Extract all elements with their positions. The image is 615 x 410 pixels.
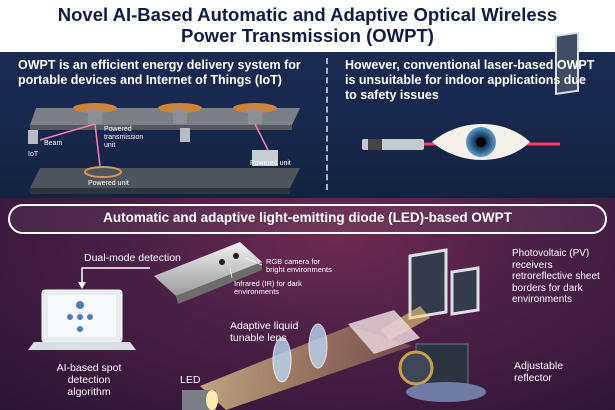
panel-divider [326, 58, 328, 190]
rgb-line-1: RGB camera for [266, 257, 321, 266]
powered-unit-box-icon [252, 150, 278, 166]
page-title: Novel AI-Based Automatic and Adaptive Op… [0, 4, 615, 46]
ptu-line-2: transmission [104, 134, 144, 141]
beam-label: Beam [44, 140, 63, 147]
dual-mode-camera-illustration [154, 242, 263, 304]
laser-eye-illustration [362, 31, 579, 160]
transmitter-3-body [248, 110, 262, 124]
iot-device-icon [28, 130, 38, 144]
pv-receivers-label: Photovoltaic (PV) receivers retroreflect… [512, 248, 600, 306]
ai-line-1: AI-based spot [56, 362, 122, 374]
transmitter-1-icon [73, 103, 117, 113]
title-line-2: Power Transmission (OWPT) [181, 25, 434, 46]
iot-label: IoT [28, 151, 39, 158]
wall-device-icon [180, 128, 190, 142]
ir-line-2: environments [234, 287, 280, 296]
beam-2 [39, 123, 96, 141]
transmitter-1-body [88, 110, 102, 124]
eye-pupil [476, 137, 486, 147]
floor-edge [30, 188, 290, 194]
right-caption: However, conventional laser-based OWPT i… [345, 58, 615, 103]
pv-panel-2-icon [450, 266, 480, 316]
right-caption-line-3: to safety issues [345, 88, 439, 102]
powered-transmission-unit-label: Powered transmission unit [104, 126, 143, 150]
led-emitter [206, 390, 218, 410]
transmitter-3-icon [233, 103, 277, 113]
beam-3 [254, 123, 269, 151]
section-banner-title: Automatic and adaptive light-emitting di… [103, 210, 512, 225]
rgb-camera-label: RGB camera for bright environments [266, 258, 332, 274]
rgb-pointer [244, 257, 263, 266]
transmitter-2-body [173, 110, 187, 124]
reflector-line-1: Adjustable [514, 360, 564, 372]
ir-line-1: Infrared (IR) for dark [234, 279, 302, 288]
ptu-line-3: unit [104, 142, 116, 149]
left-caption-line-2: portable devices and Internet of Things … [18, 73, 282, 87]
left-caption-line-1: OWPT is an efficient energy delivery sys… [18, 58, 301, 72]
led-light-beam [200, 326, 412, 410]
camera-side [176, 262, 262, 304]
right-caption-line-2: is unsuitable for indoor applications du… [345, 73, 586, 87]
transmitter-2-icon [158, 103, 202, 113]
tunable-lens-1-icon [272, 337, 292, 383]
detection-arrow-head [78, 282, 86, 289]
section-banner [8, 204, 607, 234]
solar-panel-icon [555, 31, 579, 95]
ir-pointer [229, 267, 233, 279]
powered-unit-label-right: Powered unit [250, 160, 291, 167]
laser-band [368, 139, 382, 150]
lens-line-2: tunable lens [230, 332, 287, 344]
pv-line-5: environments [512, 294, 573, 305]
floor-receiver-icon [84, 166, 122, 178]
reflector-base-icon [406, 382, 486, 402]
detection-arrow [81, 267, 150, 284]
lens-line-1: Adaptive liquid [230, 320, 299, 332]
title-line-1: Novel AI-Based Automatic and Adaptive Op… [57, 4, 558, 25]
ceiling-edge [30, 125, 292, 130]
tunable-lens-2-icon [308, 323, 328, 369]
pv-receivers-illustration [408, 248, 480, 320]
floor-panel [30, 168, 300, 188]
pv-line-3: retroreflective sheet [512, 271, 600, 282]
camera-lens-icon [219, 259, 225, 265]
ir-camera-label: Infrared (IR) for dark environments [234, 280, 302, 296]
beam-1 [94, 123, 101, 167]
pv-line-4: borders for dark [512, 282, 583, 294]
ai-line-2: detection algorithm [67, 374, 111, 398]
tunable-lens-label: Adaptive liquid tunable lens [230, 320, 298, 344]
led-optics-illustration [182, 306, 486, 410]
dual-mode-detection-label: Dual-mode detection [84, 252, 181, 264]
laptop-icon [28, 289, 136, 350]
reflector-mirror-icon [348, 310, 420, 354]
pv-line-2: receivers [512, 259, 553, 271]
adjustable-reflector-label: Adjustable reflector [514, 360, 563, 384]
pv-line-1: Photovoltaic (PV) [512, 248, 590, 259]
left-caption: OWPT is an efficient energy delivery sys… [18, 58, 318, 88]
ptu-line-1: Powered [104, 126, 132, 133]
rgb-line-2: bright environments [266, 265, 332, 274]
title-banner: Novel AI-Based Automatic and Adaptive Op… [0, 0, 615, 52]
reflector-line-2: reflector [514, 372, 552, 384]
motor-face [398, 350, 434, 386]
ai-algorithm-label: AI-based spot detection algorithm [46, 362, 132, 398]
powered-unit-label-left: Powered unit [88, 180, 129, 187]
led-label: LED [180, 374, 201, 386]
ir-lens-icon [233, 253, 239, 259]
right-caption-line-1: However, conventional laser-based OWPT [345, 58, 595, 72]
pv-panel-1-icon [408, 248, 448, 320]
owpt-room-illustration [28, 103, 300, 194]
